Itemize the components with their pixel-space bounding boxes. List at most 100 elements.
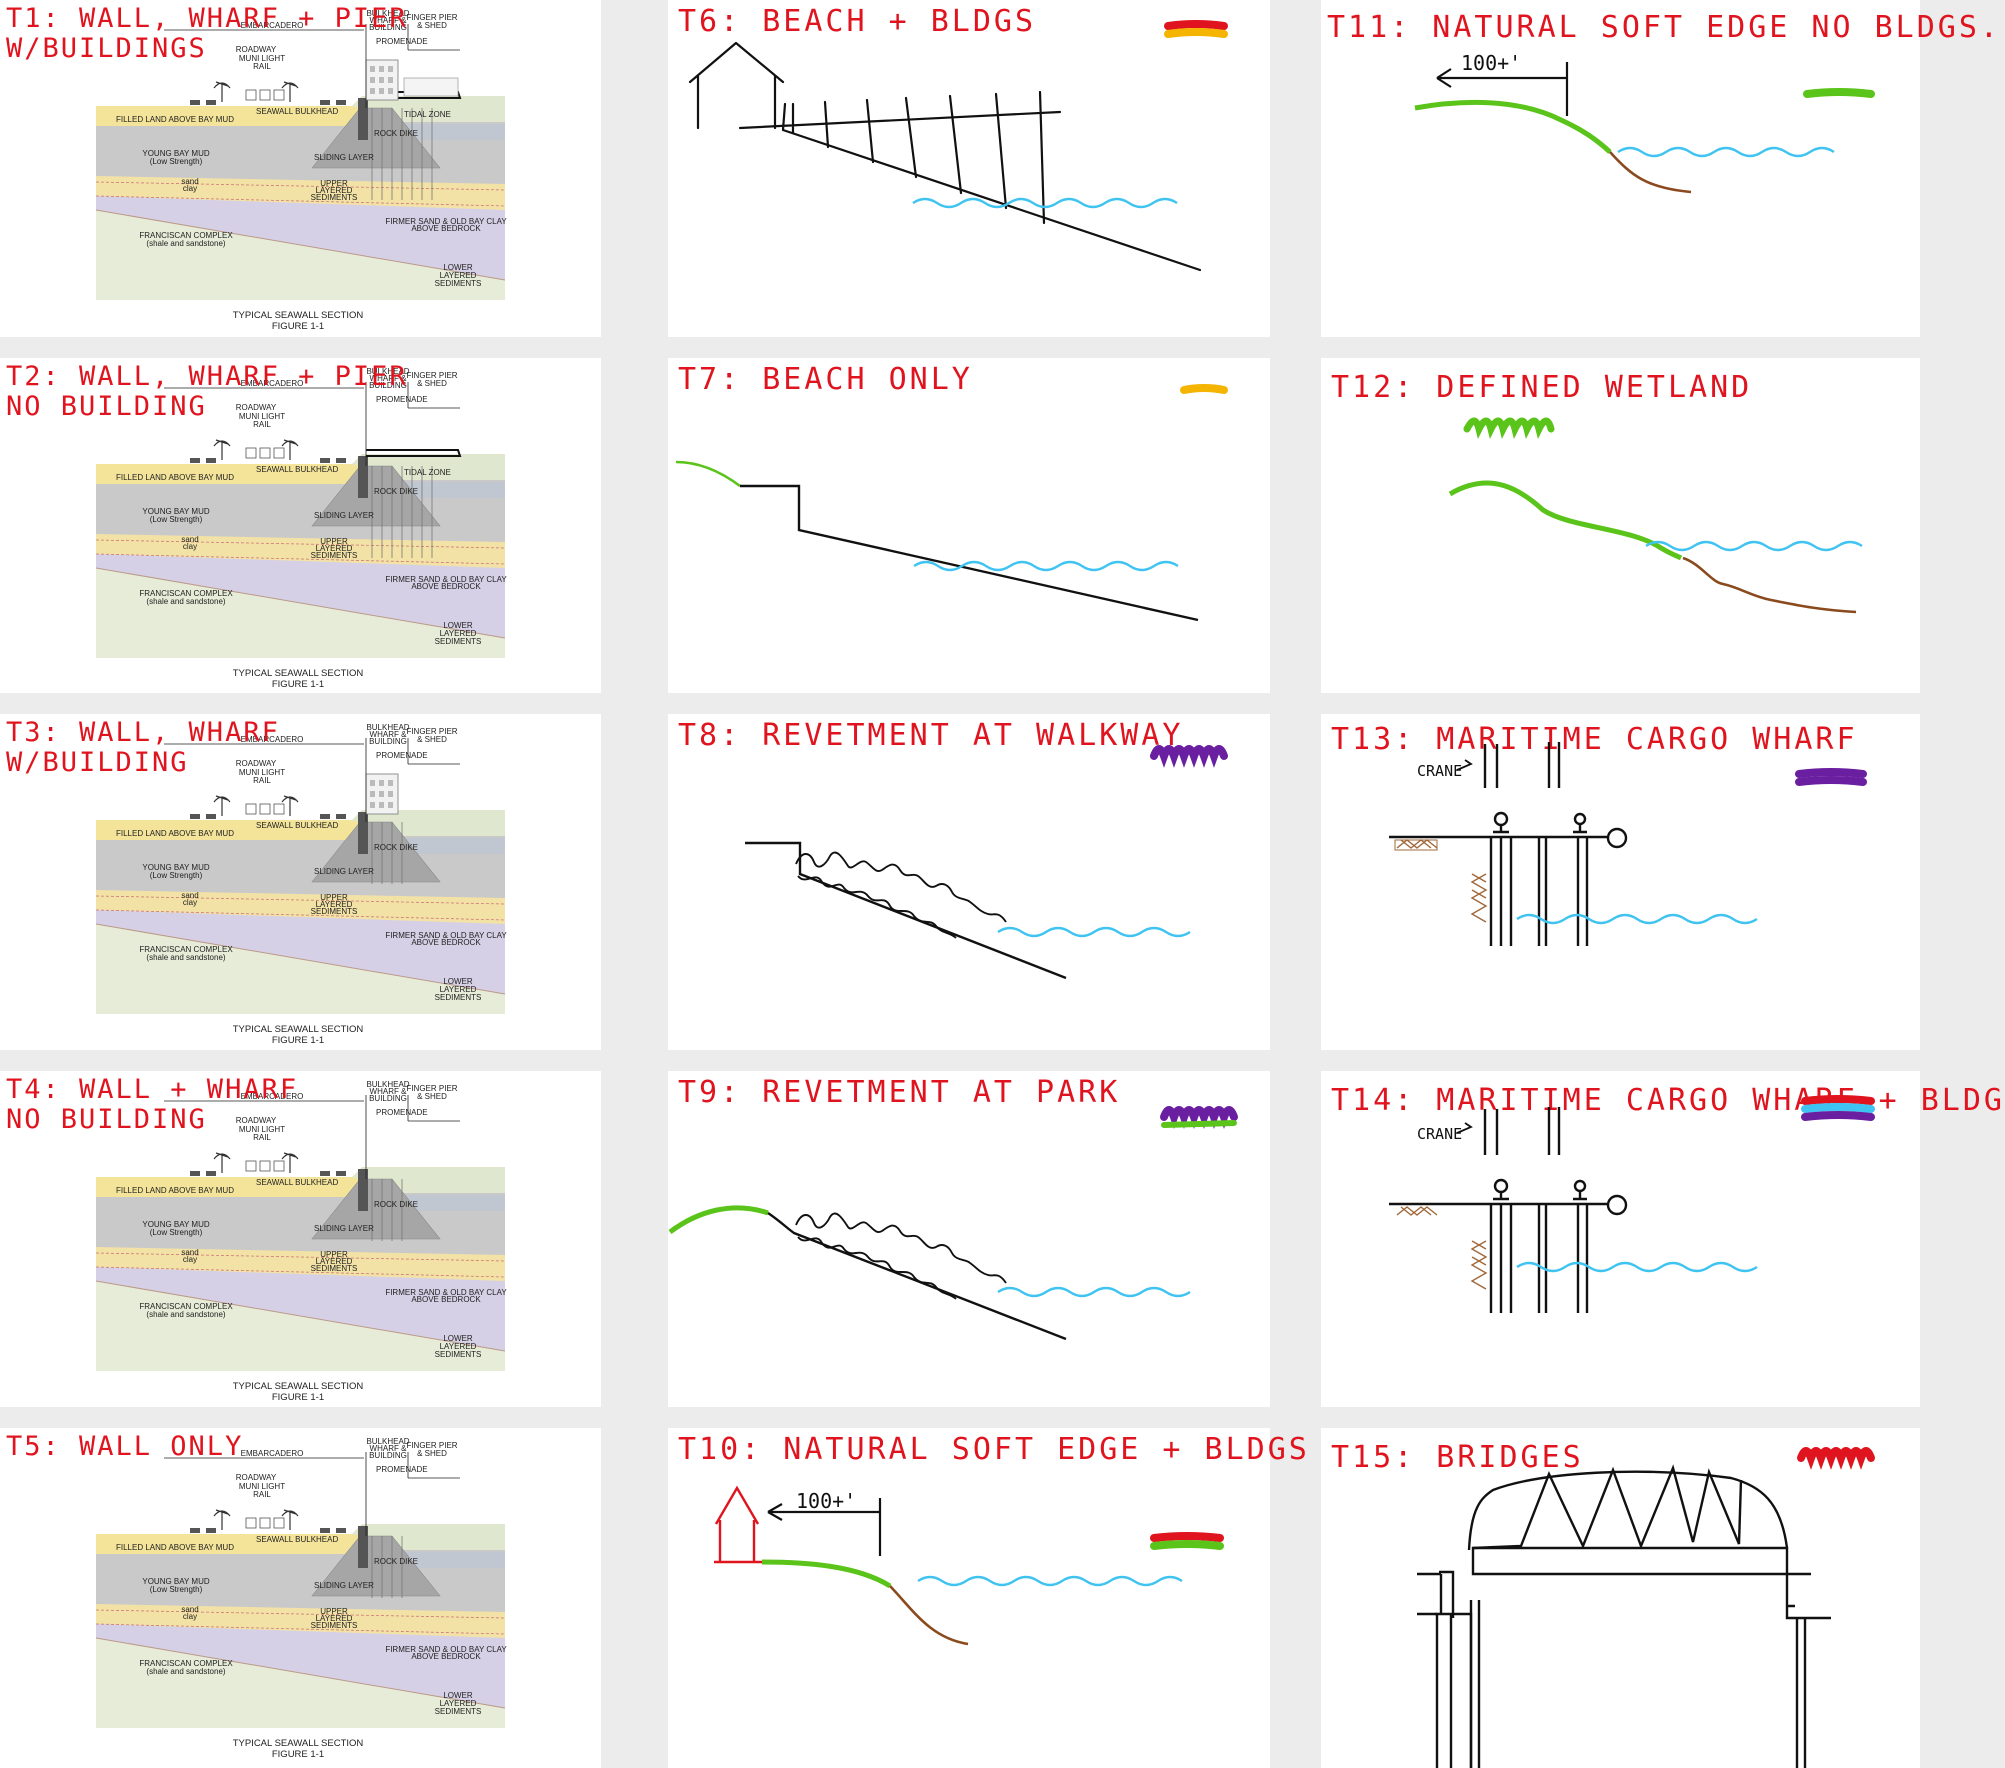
section-label: FILLED LAND ABOVE BAY MUD <box>116 115 234 124</box>
panel-t7: T7: BEACH ONLY <box>668 358 1270 693</box>
swatch-stroke <box>1803 88 1875 98</box>
grass-line <box>1414 99 1612 154</box>
grass-mound <box>668 1205 769 1235</box>
cargo-wharf-structure <box>1389 742 1628 946</box>
palm-tree-icon <box>213 81 231 102</box>
cargo-wharf-structure <box>1389 1107 1628 1313</box>
distance-label: 100+' <box>1461 51 1521 75</box>
section-label: ROADWAY <box>236 1473 277 1482</box>
rail-car-icon <box>259 803 271 815</box>
section-label: SEDIMENTS <box>311 1264 358 1273</box>
grass-line <box>675 460 741 488</box>
car-icon <box>320 458 330 463</box>
section-label: YOUNG BAY MUD <box>142 149 209 158</box>
section-label: FINGER PIER <box>406 13 457 22</box>
figure-caption: FIGURE 1-1 <box>272 1392 324 1403</box>
section-label: LAYERED <box>316 1614 353 1623</box>
color-swatches <box>1795 768 1867 786</box>
swatch-stroke <box>1795 768 1867 778</box>
section-label: SEDIMENTS <box>435 1707 482 1716</box>
swatch-squiggle-green <box>1463 417 1555 440</box>
panel-title: T11: NATURAL SOFT EDGE NO BLDGS. <box>1327 10 2001 45</box>
car-icon <box>336 1171 346 1176</box>
section-label: SEDIMENTS <box>311 551 358 560</box>
section-label: PROMENADE <box>376 751 428 760</box>
palm-tree-icon <box>213 795 231 816</box>
section-label: YOUNG BAY MUD <box>142 507 209 516</box>
panel-title: T8: REVETMENT AT WALKWAY <box>678 718 1184 753</box>
sketch-revetment-walkway <box>745 745 1228 980</box>
section-label: (shale and sandstone) <box>146 239 226 248</box>
section-label: & SHED <box>417 379 447 388</box>
sketch-revetment-park <box>668 1106 1238 1341</box>
crane-label: CRANE <box>1417 1125 1462 1143</box>
section-label: FINGER PIER <box>406 727 457 736</box>
building-outline <box>688 41 785 130</box>
section-label: MUNI LIGHT <box>239 768 285 777</box>
section-label: & SHED <box>417 21 447 30</box>
wharf-piles <box>1489 1204 1589 1313</box>
rail-car-icon <box>259 447 271 459</box>
panel-title: T13: MARITIME CARGO WHARF <box>1331 722 1858 757</box>
section-label: PROMENADE <box>376 395 428 404</box>
soil-hatch <box>1396 1206 1438 1216</box>
section-label: WHARF & <box>370 1444 408 1453</box>
section-label: RAIL <box>253 1490 271 1499</box>
panel-title: T3: WALL, WHARF W/BUILDING <box>6 717 280 778</box>
car-icon <box>320 814 330 819</box>
section-label: SEDIMENTS <box>435 279 482 288</box>
fender-icon <box>1606 827 1628 849</box>
figure-caption: TYPICAL SEAWALL SECTION <box>233 1024 364 1035</box>
rail-car-icon <box>245 1160 257 1172</box>
panel-t13: T13: MARITIME CARGO WHARF CRANE <box>1321 714 1920 1050</box>
rail-car-icon <box>273 447 285 459</box>
section-label: LAYERED <box>316 186 353 195</box>
firmer-sand-layer <box>96 1261 505 1351</box>
truss-web <box>1472 1464 1743 1550</box>
firmer-sand-layer <box>96 190 505 280</box>
distance-arrow <box>1436 62 1569 116</box>
distance-arrow <box>767 1498 882 1556</box>
swatch-stroke <box>1180 384 1228 394</box>
rail-car-icon <box>273 89 285 101</box>
section-label: FRANCISCAN COMPLEX <box>139 589 233 598</box>
rail-car-icon <box>245 1517 257 1529</box>
car-icon <box>336 1528 346 1533</box>
crane-label: CRANE <box>1417 762 1462 780</box>
section-label: FILLED LAND ABOVE BAY MUD <box>116 1186 234 1195</box>
palm-tree-icon <box>281 81 299 102</box>
section-label: FINGER PIER <box>406 371 457 380</box>
palm-tree-icon <box>281 1152 299 1173</box>
crane-legs <box>1483 742 1561 788</box>
section-label: BUILDING <box>369 1451 407 1460</box>
section-label: FILLED LAND ABOVE BAY MUD <box>116 829 234 838</box>
panel-title: T7: BEACH ONLY <box>678 362 973 397</box>
section-label: WHARF & <box>370 16 408 25</box>
section-label: ROCK DIKE <box>374 129 418 138</box>
car-icon <box>206 814 216 819</box>
section-label: SEDIMENTS <box>435 993 482 1002</box>
section-label: ROADWAY <box>236 759 277 768</box>
section-label: sand <box>181 891 198 900</box>
section-label: sand <box>181 177 198 186</box>
car-icon <box>206 1528 216 1533</box>
rock-rubble <box>795 1212 1007 1300</box>
water-line <box>997 1286 1191 1298</box>
rail-car-icon <box>273 803 285 815</box>
car-icon <box>206 1171 216 1176</box>
section-label: TIDAL ZONE <box>404 468 451 477</box>
seawall-wall <box>358 98 368 140</box>
distance-label: 100+' <box>796 1489 856 1513</box>
section-label: (shale and sandstone) <box>146 1310 226 1319</box>
section-label: (Low Strength) <box>150 1585 203 1594</box>
section-label: sand <box>181 535 198 544</box>
section-label: RAIL <box>253 1133 271 1142</box>
figure-caption: TYPICAL SEAWALL SECTION <box>233 668 364 679</box>
section-label: SLIDING LAYER <box>314 511 374 520</box>
section-label: clay <box>183 542 197 551</box>
sketch-bridge <box>1417 1447 1875 1768</box>
swatch-squiggle <box>1797 1447 1875 1470</box>
firmer-sand-layer <box>96 548 505 638</box>
section-label: ABOVE BEDROCK <box>411 938 481 947</box>
